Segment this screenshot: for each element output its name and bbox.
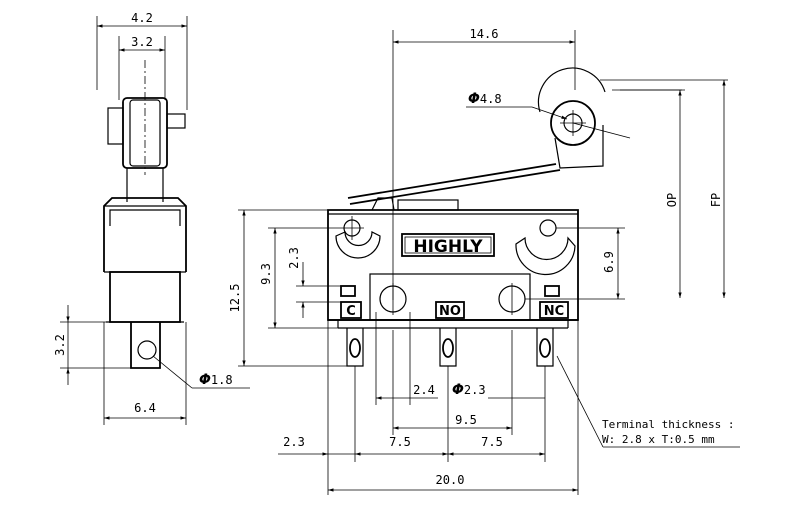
side-view: 4.2 3.2 3.2 Φ1.8	[53, 11, 250, 425]
side-width-top-label: 4.2	[131, 11, 153, 25]
edge-offset-label: 2.3	[283, 435, 305, 449]
terminal-nc-label: NC	[544, 304, 564, 319]
terminal-c-label: C	[346, 304, 356, 319]
fp-label: FP	[709, 193, 723, 207]
side-body-width-label: 6.4	[134, 401, 156, 415]
total-width-label: 20.0	[436, 473, 465, 487]
note-line-2: W: 2.8 x T:0.5 mm	[602, 433, 715, 446]
terminal-hole	[137, 340, 157, 360]
brand-label: HIGHLY	[413, 237, 483, 257]
hole-offset-label: 6.9	[602, 251, 616, 273]
op-label: OP	[665, 193, 679, 207]
body-height-label: 12.5	[228, 284, 242, 313]
side-hole-dia-label: Φ1.8	[199, 372, 233, 388]
mount-offset-label: 2.3	[287, 247, 301, 269]
side-width-inner-label: 3.2	[131, 35, 153, 49]
mount-hole-dia-label: Φ2.3	[452, 382, 486, 398]
lever-length-label: 14.6	[470, 27, 499, 41]
roller	[550, 100, 596, 146]
terminal-no-label: NO	[439, 304, 461, 319]
hole-spacing-left-label: 2.4	[413, 383, 435, 397]
front-view: 14.6 Φ4.8 OP FP	[228, 27, 740, 495]
pitch-left-label: 7.5	[389, 435, 411, 449]
note-line-1: Terminal thickness :	[602, 418, 734, 431]
roller-dia-label: Φ4.8	[468, 91, 502, 107]
pitch-right-label: 7.5	[481, 435, 503, 449]
mount-hole-pitch-label: 9.5	[455, 413, 477, 427]
side-terminal-height-label: 3.2	[53, 334, 67, 356]
mount-height-label: 9.3	[259, 263, 273, 285]
